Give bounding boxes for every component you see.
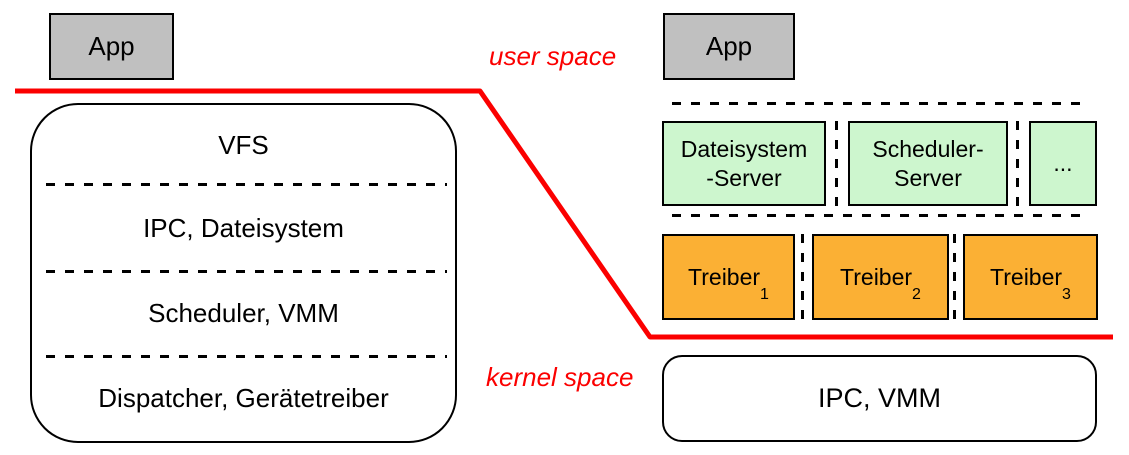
layer-scheduler-vmm: Scheduler, VMM (148, 298, 339, 328)
scheduler-server-label-line1: Scheduler- (872, 135, 984, 162)
monolithic-app-box: App (49, 13, 174, 80)
dateisystem-server-box: Dateisystem -Server (662, 121, 826, 206)
treiber3-subscript: 3 (1062, 286, 1071, 303)
microkernel-app-label: App (705, 31, 753, 61)
treiber1-subscript: 1 (760, 286, 769, 303)
driver-separator (801, 234, 804, 320)
more-servers-box: ... (1029, 121, 1097, 206)
user-space-label: user space (489, 41, 617, 71)
more-servers-label: ... (1053, 150, 1073, 177)
treiber2-label: Treiber (840, 263, 913, 290)
microkernel-app-box: App (663, 13, 795, 80)
server-separator (835, 121, 838, 206)
dateisystem-server-label-line2: -Server (706, 164, 782, 191)
scheduler-server-label-line2: Server (894, 164, 962, 191)
server-separator (1016, 121, 1019, 206)
microkernel-kernel-box: IPC, VMM (662, 355, 1097, 442)
treiber1-label: Treiber (688, 263, 761, 290)
layer-divider (46, 355, 447, 358)
kernel-space-label: kernel space (486, 362, 634, 392)
layer-divider (46, 183, 447, 186)
driver-separator (953, 234, 956, 320)
scheduler-server-box: Scheduler- Server (848, 121, 1008, 206)
server-row-top-divider (672, 102, 1086, 105)
treiber3-label: Treiber (990, 263, 1063, 290)
monolithic-kernel-box: VFS IPC, Dateisystem Scheduler, VMM Disp… (30, 103, 457, 443)
layer-vfs: VFS (218, 129, 269, 160)
layer-divider (46, 270, 447, 273)
treiber2-subscript: 2 (912, 286, 921, 303)
layer-dispatcher-geraetetreiber: Dispatcher, Gerätetreiber (98, 383, 389, 413)
monolithic-app-label: App (88, 31, 135, 61)
server-row-bottom-divider (672, 214, 1086, 217)
microkernel-kernel-label: IPC, VMM (817, 383, 941, 413)
layer-ipc-dateisystem: IPC, Dateisystem (143, 212, 344, 243)
dateisystem-server-label-line1: Dateisystem (680, 135, 808, 162)
